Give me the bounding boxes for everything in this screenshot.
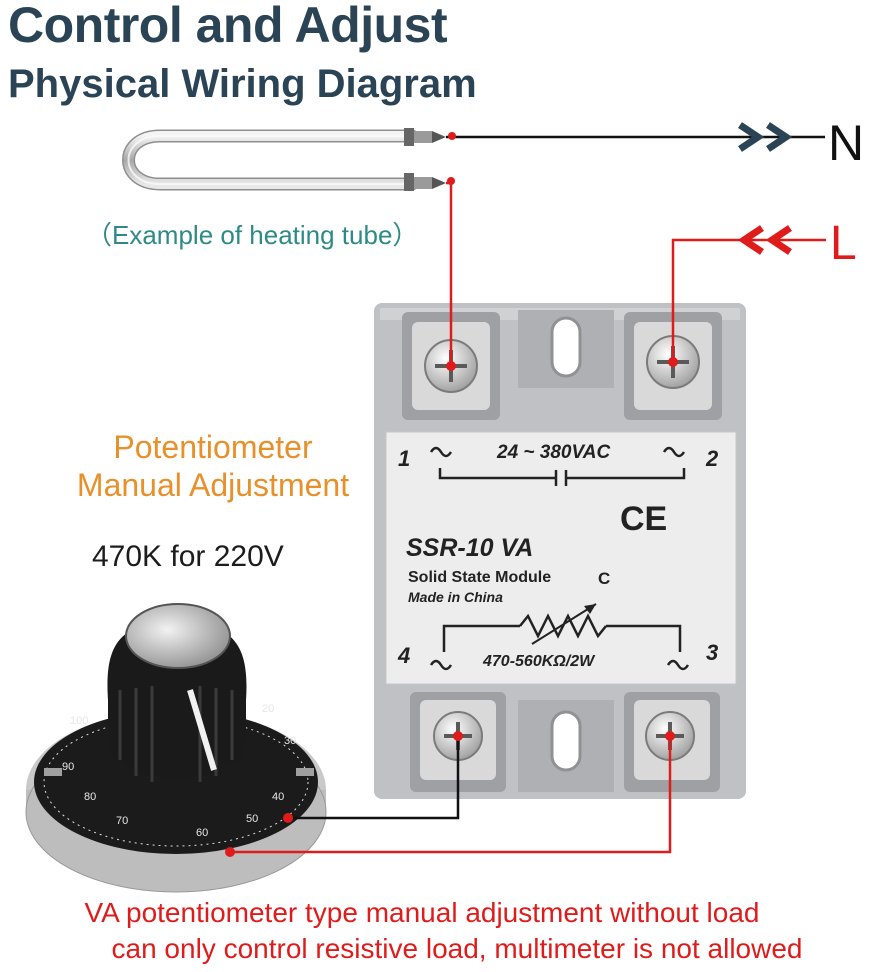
ssr-voltage-rating: 24 ~ 380VAC — [496, 442, 610, 463]
svg-text:30: 30 — [284, 735, 296, 747]
potentiometer-title-line1: Potentiometer — [113, 429, 313, 465]
potentiometer-dial-marks: 100 90 80 70 60 50 40 30 20 — [62, 703, 296, 839]
ssr-type: Solid State Module — [408, 569, 551, 586]
ssr-terminal-4: 4 — [397, 643, 410, 668]
warning-note-line2: can only control resistive load, multime… — [111, 933, 803, 964]
ce-mark: CE — [620, 500, 667, 538]
svg-text:90: 90 — [62, 761, 74, 773]
potentiometer-wire-red — [225, 731, 675, 857]
ssr-terminal-2: 2 — [705, 446, 719, 471]
svg-text:100: 100 — [70, 715, 88, 727]
ssr-terminal-3: 3 — [706, 640, 718, 665]
svg-text:20: 20 — [262, 703, 274, 715]
potentiometer-wire-black — [283, 731, 463, 823]
potentiometer-title: Potentiometer Manual Adjustment — [30, 428, 396, 504]
ssr-model: SSR-10 VA — [406, 534, 533, 562]
live-label: L — [830, 217, 857, 270]
warning-note: VA potentiometer type manual adjustment … — [0, 895, 874, 967]
page-title: Control and Adjust — [8, 0, 448, 53]
svg-text:50: 50 — [246, 813, 258, 825]
svg-text:60: 60 — [196, 827, 208, 839]
potentiometer-dial — [25, 710, 327, 893]
neutral-label: N — [828, 115, 865, 171]
svg-text:70: 70 — [116, 815, 128, 827]
load-wire — [446, 177, 456, 371]
heating-tube-caption: （Example of heating tube） — [86, 220, 419, 250]
warning-note-line1: VA potentiometer type manual adjustment … — [84, 897, 760, 928]
ssr-resistance-rating: 470-560KΩ/2W — [482, 653, 596, 670]
svg-text:80: 80 — [84, 791, 96, 803]
svg-text:40: 40 — [272, 791, 284, 803]
potentiometer-spec: 470K for 220V — [92, 540, 284, 573]
ssr-origin: Made in China — [408, 589, 503, 605]
live-wire — [668, 225, 826, 367]
page-subtitle: Physical Wiring Diagram — [8, 62, 477, 106]
potentiometer-knob[interactable] — [107, 603, 247, 782]
heating-tube — [122, 128, 446, 191]
ssr-module — [374, 303, 746, 799]
neutral-wire — [446, 122, 825, 152]
ssr-variant: C — [598, 569, 610, 588]
potentiometer-title-line2: Manual Adjustment — [76, 467, 350, 503]
ssr-terminal-1: 1 — [398, 446, 410, 471]
